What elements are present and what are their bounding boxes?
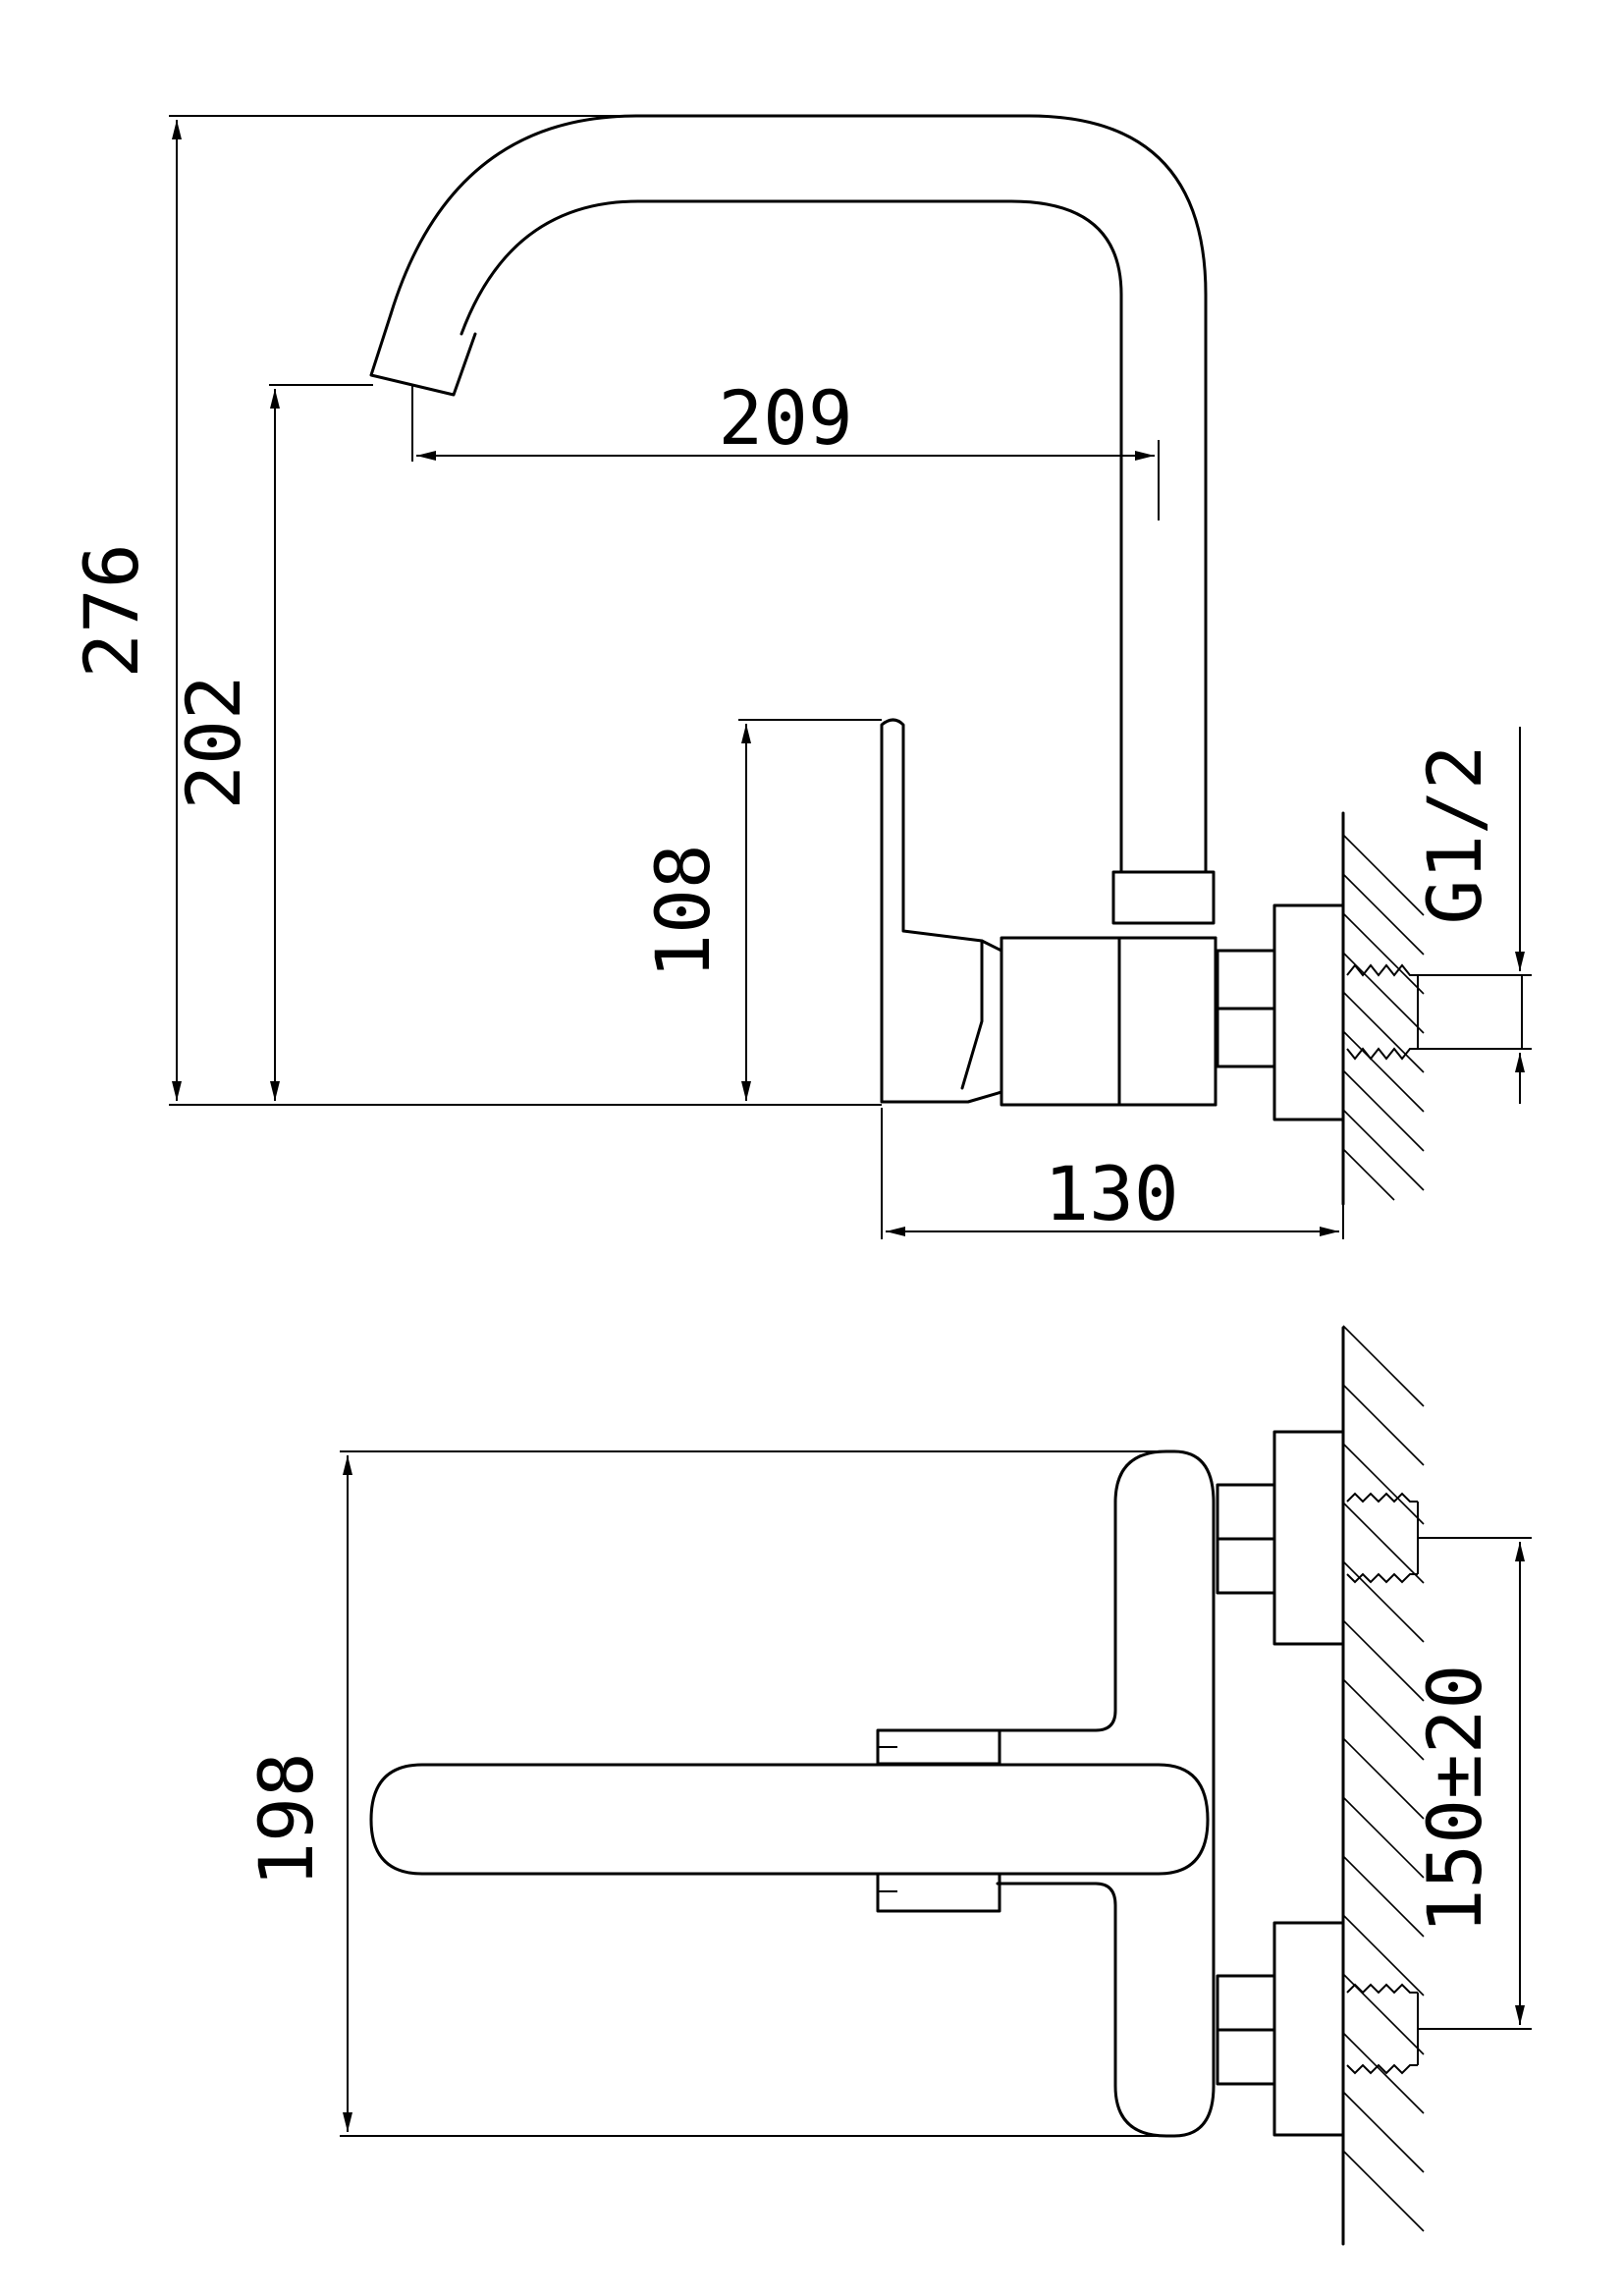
dim-g1-2: G1/2 xyxy=(1411,744,1498,924)
dim-130: 130 xyxy=(1044,1150,1178,1237)
connector-lower xyxy=(1216,1921,1419,2137)
dim-209: 209 xyxy=(718,374,852,462)
dim-202: 202 xyxy=(170,675,257,809)
mixer-body xyxy=(1000,870,1345,1121)
mixer-body-top xyxy=(996,1449,1216,2138)
dim-150-20: 150±20 xyxy=(1411,1665,1498,1935)
spout xyxy=(369,114,1208,874)
lever-handle xyxy=(880,718,1003,1104)
threaded-connector-side xyxy=(1346,963,1523,1061)
side-view: 276 202 209 108 130 G1/2 xyxy=(68,114,1532,1239)
dim-198: 198 xyxy=(243,1752,330,1886)
dim-108: 108 xyxy=(639,844,727,978)
connector-upper xyxy=(1216,1430,1419,1646)
top-view-dimensions: 198 150±20 xyxy=(243,1450,1532,2137)
lever-handle-top xyxy=(369,1728,1210,1913)
aerator xyxy=(369,312,477,397)
top-view: 198 150±20 xyxy=(243,1325,1532,2246)
dim-276: 276 xyxy=(68,543,155,678)
side-view-dimensions: 276 202 209 108 130 G1/2 xyxy=(68,115,1532,1239)
